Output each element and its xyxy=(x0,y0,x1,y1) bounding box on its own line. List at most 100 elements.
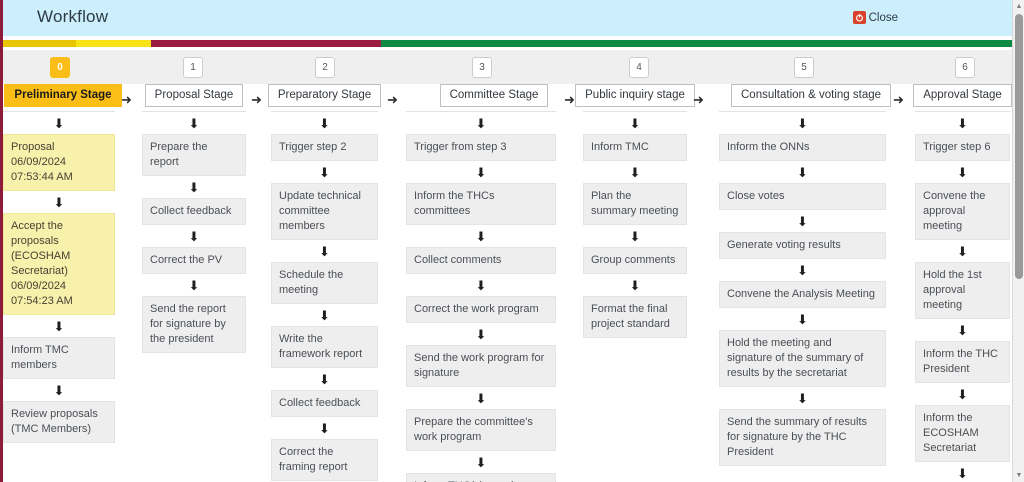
step-number-badge-1[interactable]: 1 xyxy=(183,57,203,78)
step-number-badge-2[interactable]: 2 xyxy=(315,57,335,78)
task-text-line: Send the summary of results for signatur… xyxy=(727,416,868,458)
workflow-task[interactable]: Send the work program for signature xyxy=(406,345,556,387)
workflow-task[interactable]: Prepare the report xyxy=(142,134,246,176)
flow-arrow-down-icon: ⬇ xyxy=(188,277,200,293)
segment-green xyxy=(381,40,1012,47)
flow-arrow-down-icon: ⬇ xyxy=(797,213,808,229)
workflow-task[interactable]: Review proposals (TMC Members) xyxy=(3,401,115,443)
task-text-line: Correct the work program xyxy=(414,303,539,315)
stage-chip-5[interactable]: Consultation & voting stage xyxy=(731,84,892,107)
flow-arrow-down-icon: ⬇ xyxy=(629,115,641,131)
step-number-badge-5[interactable]: 5 xyxy=(794,57,814,78)
window-header: Workflow Close xyxy=(3,0,1012,36)
task-text-line: Inform the THC President xyxy=(923,348,998,375)
step-number-badge-6[interactable]: 6 xyxy=(955,57,975,78)
stage-transition-arrow-icon: ➜ xyxy=(893,92,904,107)
workflow-task[interactable]: Inform the THCs committees xyxy=(406,183,556,225)
flow-arrow-down-icon: ⬇ xyxy=(319,164,330,180)
workflow-task[interactable]: Trigger step 6 xyxy=(915,134,1010,161)
task-text-line: Group comments xyxy=(591,254,676,266)
task-text-line: Schedule the meeting xyxy=(279,269,344,296)
workflow-task[interactable]: Accept the proposals (ECOSHAM Secretaria… xyxy=(3,213,115,315)
workflow-task[interactable]: Inform the ECOSHAM Secretariat xyxy=(915,405,1010,462)
workflow-task[interactable]: Collect feedback xyxy=(142,198,246,225)
task-text-line: Hold the meeting and signature of the su… xyxy=(727,337,864,379)
task-text-line: Collect feedback xyxy=(150,205,232,217)
workflow-task[interactable]: Hold the 1st approval meeting xyxy=(915,262,1010,319)
workflow-task[interactable]: Group comments xyxy=(583,247,687,274)
workflow-task[interactable]: Prepare the committee's work program xyxy=(406,409,556,451)
close-button[interactable]: Close xyxy=(852,11,898,24)
workflow-task[interactable]: Correct the work program xyxy=(406,296,556,323)
workflow-task[interactable]: Correct the PV xyxy=(142,247,246,274)
step-number-badge-0[interactable]: 0 xyxy=(50,57,70,78)
task-text-line: Send the work program for signature xyxy=(414,352,545,379)
task-text-line: Inform the THCs committees xyxy=(414,190,495,217)
task-text-line: Inform TMC xyxy=(591,141,649,153)
workflow-task[interactable]: Update technical committee members xyxy=(271,183,378,240)
flow-arrow-down-icon: ⬇ xyxy=(319,307,330,323)
flow-arrow-down-icon: ⬇ xyxy=(53,194,65,210)
vertical-scrollbar[interactable]: ▲ ▼ xyxy=(1012,0,1024,482)
workflow-task[interactable]: Collect feedback xyxy=(271,390,378,417)
flow-arrow-down-icon: ⬇ xyxy=(475,228,487,244)
stage-transition-arrow-icon: ➜ xyxy=(251,92,262,107)
task-text-line: Convene the Analysis Meeting xyxy=(727,288,875,300)
stage-chip-0[interactable]: Preliminary Stage xyxy=(4,84,122,107)
workflow-task[interactable]: Convene the Analysis Meeting xyxy=(719,281,886,308)
stage-chip-2[interactable]: Preparatory Stage xyxy=(267,84,382,107)
task-text-line: Prepare the committee's work program xyxy=(414,416,533,443)
task-text-line: Convene the approval meeting xyxy=(923,190,986,232)
task-text-line: Hold the 1st approval meeting xyxy=(923,269,982,311)
step-number-strip: 0 1 2 3 4 5 6 xyxy=(3,50,1012,84)
page-title: Workflow xyxy=(37,7,109,26)
flow-arrow-down-icon: ⬇ xyxy=(188,228,200,244)
workflow-task[interactable]: Write the framework report xyxy=(271,326,378,368)
workflow-task[interactable]: Inform the ONNs xyxy=(719,134,886,161)
workflow-task[interactable]: Send the report for signature by the pre… xyxy=(142,296,246,353)
task-text-line: Inform THC(s) members then write the mee… xyxy=(414,479,548,482)
stage-transition-arrow-icon: ➜ xyxy=(121,92,132,107)
scroll-up-icon[interactable]: ▲ xyxy=(1015,3,1023,10)
flow-arrow-down-icon: ⬇ xyxy=(957,465,968,481)
workflow-task[interactable]: Trigger step 2 xyxy=(271,134,378,161)
workflow-task[interactable]: Hold the meeting and signature of the su… xyxy=(719,330,886,387)
workflow-column-1: Proposal Stage ⬇ Prepare the report ⬇ Collec… xyxy=(142,84,246,353)
workflow-task[interactable]: Plan the summary meeting xyxy=(583,183,687,225)
workflow-task[interactable]: Inform TMC xyxy=(583,134,687,161)
stage-divider-2 xyxy=(271,111,378,112)
task-text-line: Format the final project standard xyxy=(591,303,670,330)
task-text-line: 06/09/2024 07:54:23 AM xyxy=(11,280,73,307)
task-text-line: Review proposals (TMC Members) xyxy=(11,408,98,435)
stage-chip-6[interactable]: Approval Stage xyxy=(913,84,1012,107)
stage-progress-bar xyxy=(3,40,1012,47)
flow-arrow-down-icon: ⬇ xyxy=(53,382,65,398)
task-text-line: Update technical committee members xyxy=(279,190,361,232)
workflow-task[interactable]: Close votes xyxy=(719,183,886,210)
task-text-line: Trigger step 6 xyxy=(923,141,991,153)
step-number-badge-3[interactable]: 3 xyxy=(472,57,492,78)
stage-chip-1[interactable]: Proposal Stage xyxy=(144,84,244,107)
task-text-line: Write the framework report xyxy=(279,333,363,360)
workflow-task[interactable]: Inform the THC President xyxy=(915,341,1010,383)
workflow-task[interactable]: Trigger from step 3 xyxy=(406,134,556,161)
workflow-task[interactable]: Generate voting results xyxy=(719,232,886,259)
step-number-badge-4[interactable]: 4 xyxy=(629,57,649,78)
stage-header-5: Consultation & voting stage xyxy=(719,84,892,112)
workflow-task[interactable]: Convene the approval meeting xyxy=(915,183,1010,240)
stage-chip-4[interactable]: Public inquiry stage xyxy=(575,84,695,107)
workflow-task[interactable]: Format the final project standard xyxy=(583,296,687,338)
close-label: Close xyxy=(868,11,898,24)
workflow-task[interactable]: Correct the framing report xyxy=(271,439,378,481)
flow-arrow-down-icon: ⬇ xyxy=(475,164,487,180)
workflow-task[interactable]: Inform TMC members xyxy=(3,337,115,379)
workflow-task[interactable]: Collect comments xyxy=(406,247,556,274)
workflow-task[interactable]: Inform THC(s) members then write the mee… xyxy=(406,473,556,482)
stage-chip-3[interactable]: Committee Stage xyxy=(439,84,549,107)
vertical-scrollbar-thumb[interactable] xyxy=(1015,14,1023,279)
scroll-down-icon[interactable]: ▼ xyxy=(1015,472,1023,479)
flow-arrow-down-icon: ⬇ xyxy=(957,164,968,180)
workflow-task[interactable]: Send the summary of results for signatur… xyxy=(719,409,886,466)
workflow-task[interactable]: Schedule the meeting xyxy=(271,262,378,304)
